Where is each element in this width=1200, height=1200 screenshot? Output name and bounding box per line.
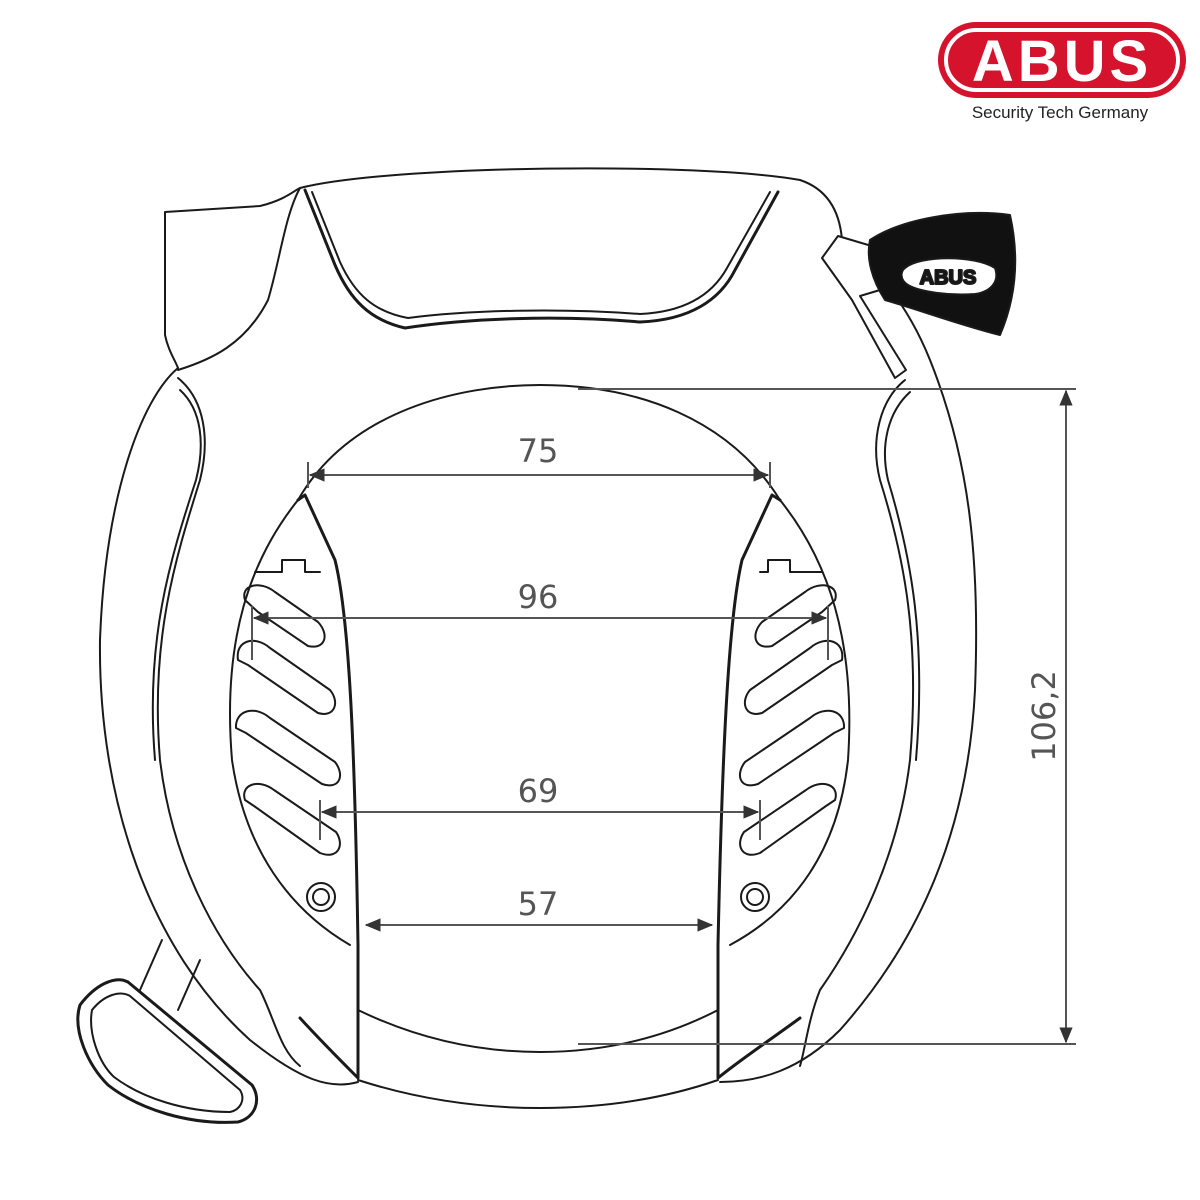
left-slot-3: [234, 709, 342, 787]
left-bolt-inner: [312, 888, 330, 906]
mounting-stem: [139, 939, 201, 1011]
right-bolt-inner: [746, 888, 764, 906]
lock-opening-arc: [297, 384, 781, 501]
right-window: [729, 499, 851, 946]
right-slot-2: [743, 639, 844, 715]
logo-inner-ring: [944, 28, 1180, 92]
dim-upper-width-label: 96: [518, 578, 559, 616]
key-brand-mark: ABUS: [920, 267, 977, 289]
dim-top-width-label: 75: [518, 432, 559, 470]
lock-outer-left-band-inner: [151, 389, 202, 761]
abus-logo: ABUS Security Tech Germany: [938, 22, 1186, 122]
lock-bottom-arc: [357, 1079, 719, 1109]
lock-outer-left-band: [156, 377, 301, 1067]
lock-lower-arc: [357, 1009, 719, 1053]
right-shield: [716, 493, 802, 1080]
right-bolt: [740, 882, 770, 912]
right-slot-1: [754, 584, 837, 648]
key-head-highlight: [900, 257, 998, 296]
frame-lock: [76, 167, 978, 1124]
lock-outer-right-band: [799, 379, 915, 1067]
lock-top-housing: [177, 167, 843, 371]
left-slot-2: [236, 639, 337, 715]
lock-outer-right-band-inner: [884, 391, 921, 761]
right-slot-3: [738, 709, 846, 787]
right-bracket: [759, 559, 823, 573]
mounting-foot-inner: [90, 992, 244, 1113]
logo-badge: [938, 22, 1186, 98]
left-slot-4: [243, 782, 341, 856]
left-window: [229, 499, 351, 946]
lock-top-grip: [303, 188, 780, 330]
logo-wordmark: ABUS: [972, 29, 1152, 94]
lock-left-cap: [164, 187, 301, 369]
dimension-labels: 75 96 69 57 106,2: [518, 432, 1063, 923]
dim-lower-width-label: 69: [518, 772, 559, 810]
left-bolt: [306, 882, 336, 912]
lock-outer-left: [98, 367, 359, 1086]
mounting-foot: [76, 978, 258, 1124]
left-bracket: [254, 559, 321, 573]
dim-height-label: 106,2: [1025, 670, 1063, 762]
right-slot-4: [739, 782, 837, 856]
logo-tagline: Security Tech Germany: [972, 103, 1149, 122]
left-slot-1: [243, 584, 326, 648]
lock-top-grip-inner: [311, 191, 771, 319]
lock-outer-right: [719, 239, 978, 1083]
key: ABUS: [821, 212, 1017, 379]
dimensions: [251, 388, 1076, 1045]
left-shield: [296, 493, 360, 1080]
dim-bottom-width-label: 57: [518, 885, 559, 923]
